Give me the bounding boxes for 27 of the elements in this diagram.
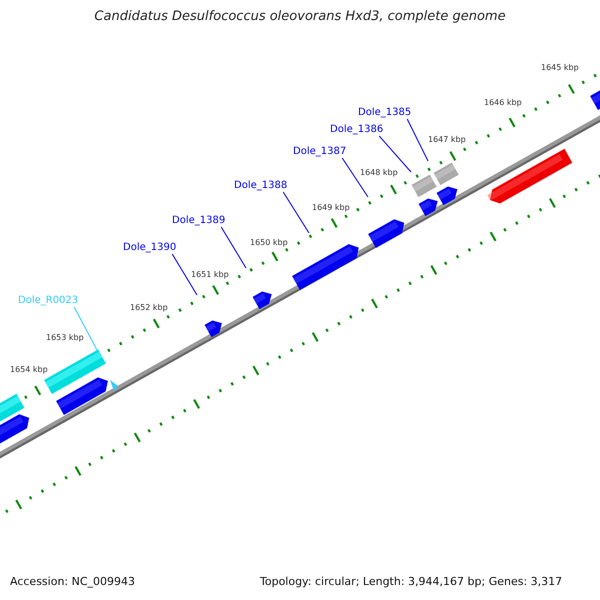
gene-label: Dole_R0023 [18,295,78,307]
scale-label: 1654 kbp [10,365,48,374]
title: Candidatus Desulfococcus oleovorans Hxd3, complete genome [93,9,507,24]
leader-line [220,226,246,268]
leader-line [406,118,428,162]
scale-label: 1647 kbp [428,135,466,144]
scale-label: 1648 kbp [360,168,398,177]
leader-line [172,254,198,296]
scale-label: 1650 kbp [250,238,288,247]
scale-label: 1645 kbp [541,63,579,72]
scale-label: 1651 kbp [191,270,229,279]
gene-label: Dole_1390 [123,242,176,254]
gene-label: Dole_1389 [172,215,226,227]
footer-text: Topology: circular; Length: 3,944,167 bp; Genes: 3,317 [260,575,562,588]
gene-label: Dole_1388 [234,180,288,192]
leader-line [378,136,412,172]
gene-label: Dole_1386 [330,124,384,136]
footer-text: Accession: NC_009943 [10,575,136,588]
leader-line [74,306,98,350]
leader-line [282,192,310,234]
scale-label: 1646 kbp [484,98,522,107]
leader-line [342,158,368,198]
scale-label: 1653 kbp [46,333,84,342]
scale-label: 1649 kbp [312,203,350,212]
scale-label: 1652 kbp [130,303,168,312]
gene-label: Dole_1387 [293,146,346,158]
gene-label: Dole_1385 [358,107,412,119]
